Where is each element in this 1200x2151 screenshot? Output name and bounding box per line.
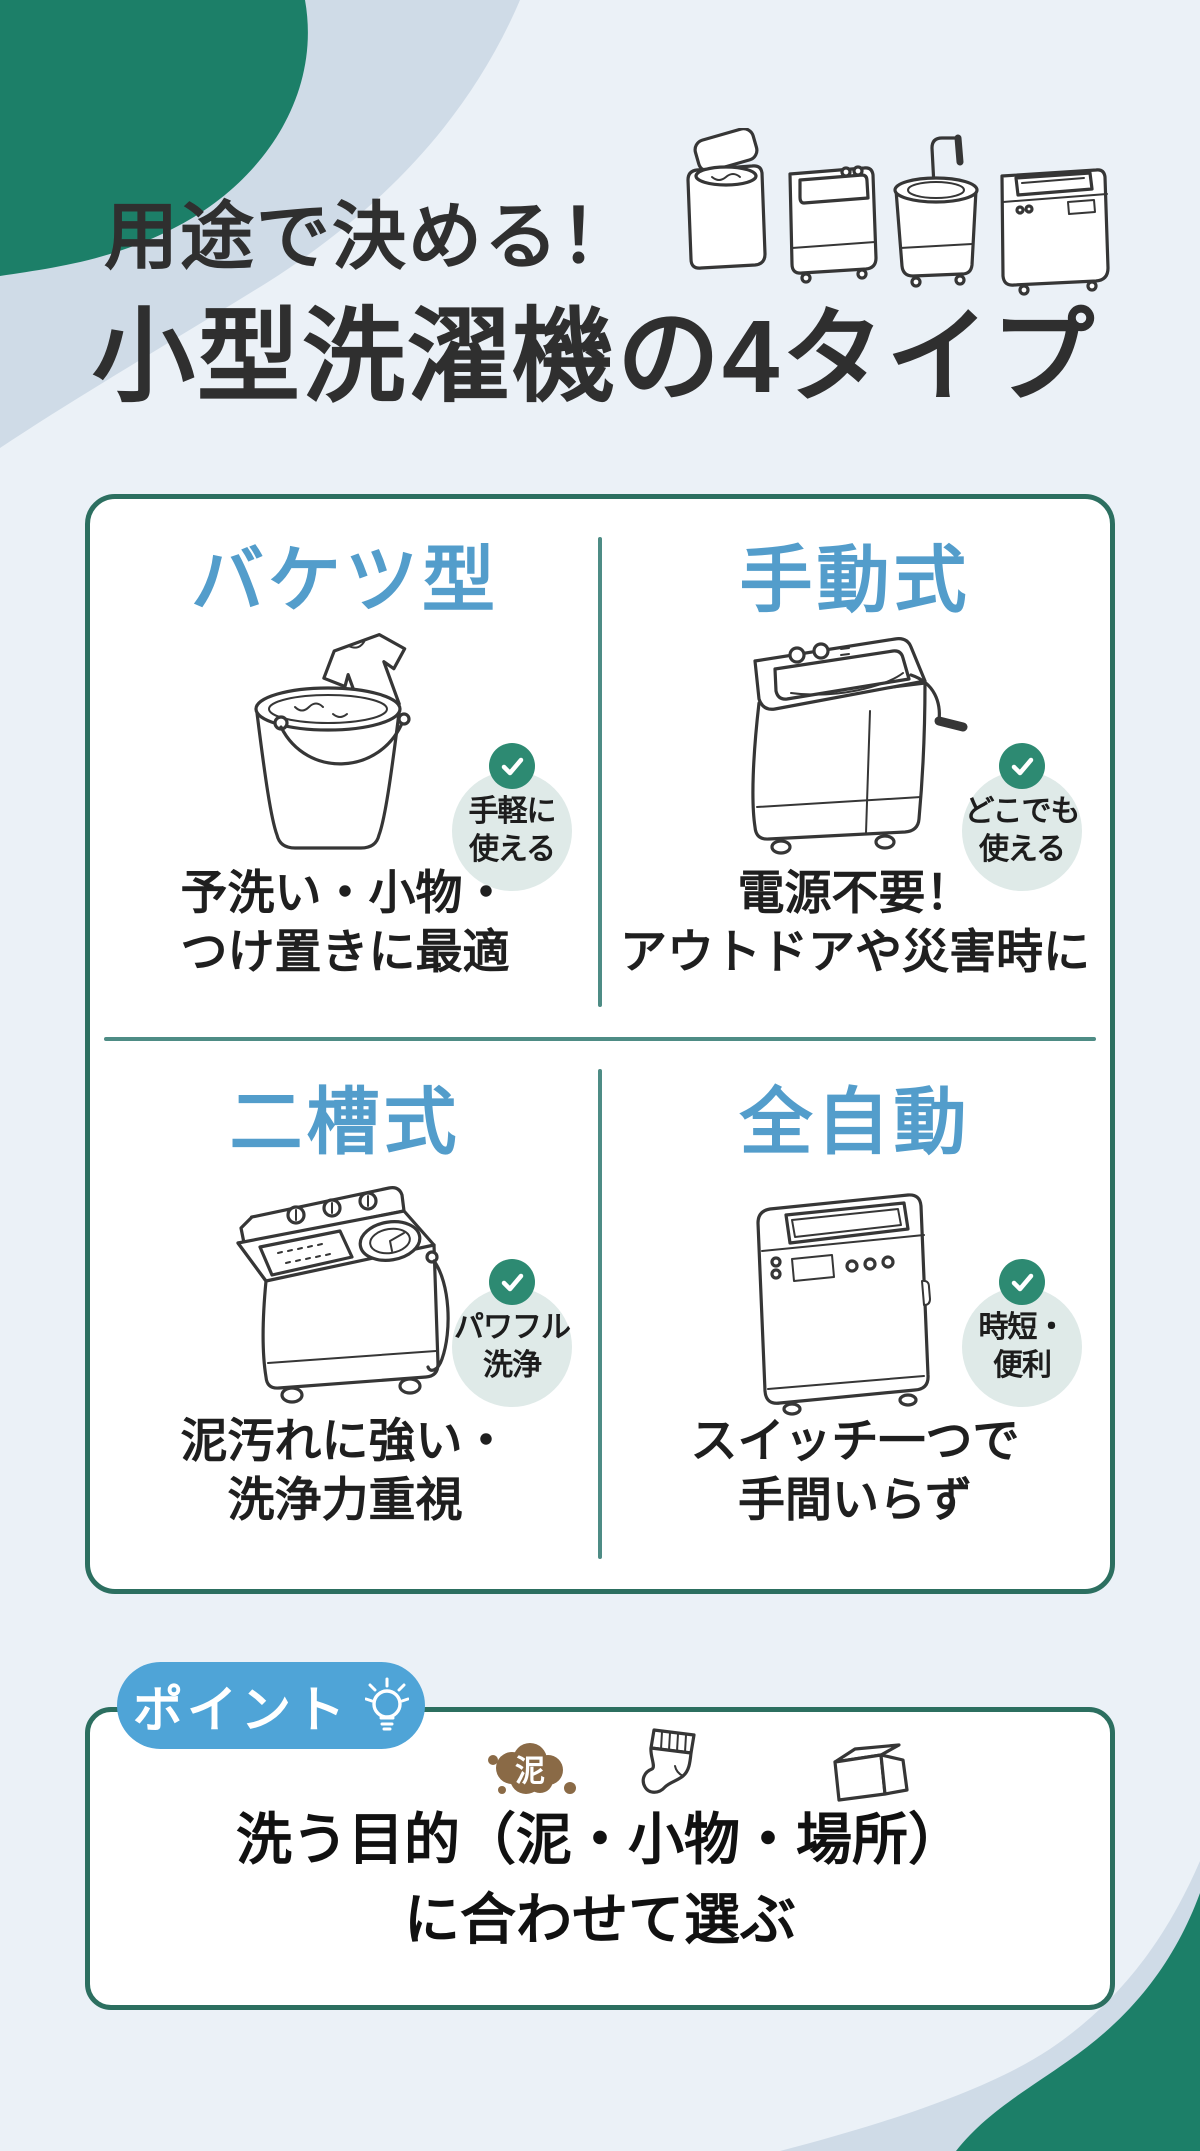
- feature-badge: パワフル洗浄: [452, 1259, 572, 1407]
- mini-portable-washer-icon: [788, 165, 878, 284]
- bucket-illustration: [254, 633, 411, 850]
- point-label: ポイント: [133, 1681, 349, 1738]
- badge-text: パワフル洗浄: [454, 1310, 571, 1382]
- quadrant-description: 電源不要！ アウトドアや災害時に: [620, 866, 1090, 978]
- quadrant-description: 泥汚れに強い・ 洗浄力重視: [180, 1414, 510, 1526]
- page-title-line2: 小型洗濯機の4タイプ: [92, 299, 1097, 414]
- feature-badge: どこでも使える: [962, 743, 1082, 891]
- card-horizontal-divider: [104, 1037, 1096, 1041]
- check-icon: [999, 1259, 1045, 1305]
- check-icon: [489, 743, 535, 789]
- mini-hand-crank-washer-icon: [893, 134, 979, 288]
- lightbulb-icon: [365, 1677, 409, 1730]
- quadrant-title: バケツ型: [191, 540, 499, 621]
- quadrant-full-auto-type: 全自動 時短・便利 スイッチ一つで 手間いら: [600, 1047, 1110, 1589]
- quadrant-manual-type: 手動式 どこでも使える: [600, 499, 1110, 1041]
- open-box-icon: [833, 1743, 909, 1802]
- check-icon: [489, 1259, 535, 1305]
- page-title-line1: 用途で決める！: [104, 195, 636, 278]
- check-icon: [999, 743, 1045, 789]
- quadrant-bucket-type: バケツ型 手軽に使える 予洗い・小: [90, 499, 600, 1041]
- feature-badge: 時短・便利: [962, 1259, 1082, 1407]
- quadrant-description: 予洗い・小物・ つけ置きに最適: [180, 866, 510, 978]
- manual-washer-illustration: [751, 637, 968, 855]
- washer-comparison-card: バケツ型 手軽に使える 予洗い・小: [85, 494, 1115, 1594]
- quadrant-title: 手動式: [739, 540, 971, 621]
- badge-text: 時短・便利: [978, 1310, 1067, 1382]
- mud-icon: 泥: [488, 1743, 576, 1794]
- quadrant-twin-tub-type: 二槽式 パワフ: [90, 1047, 600, 1589]
- quadrant-title: 全自動: [739, 1082, 971, 1163]
- point-label-pill: ポイント: [117, 1662, 425, 1749]
- badge-text: 手軽に使える: [468, 794, 557, 866]
- badge-text: どこでも使える: [964, 794, 1080, 866]
- mini-bucket-washer-icon: [686, 128, 767, 270]
- quadrant-title: 二槽式: [229, 1082, 461, 1163]
- card-vertical-divider-bottom: [598, 1069, 602, 1559]
- top-left-wave-decoration: [0, 0, 520, 448]
- point-box: 泥 洗う目的（泥・小物・場所） に合わせて選ぶ: [85, 1707, 1115, 2010]
- washer-types-strip-illustration: [686, 128, 1110, 296]
- twin-tub-washer-illustration: [236, 1186, 450, 1404]
- point-text: 洗う目的（泥・小物・場所） に合わせて選ぶ: [236, 1808, 964, 1951]
- feature-badge: 手軽に使える: [452, 743, 572, 891]
- bottom-right-wave-decoration: [780, 1861, 1200, 2151]
- mini-full-auto-washer-icon: [1000, 168, 1110, 296]
- sock-icon: [641, 1728, 696, 1794]
- mud-kanji-label: 泥: [515, 1755, 545, 1788]
- quadrant-description: スイッチ一つで 手間いらず: [690, 1414, 1020, 1526]
- point-icons-row: 泥: [90, 1712, 1110, 2005]
- full-auto-washer-illustration: [756, 1193, 931, 1416]
- card-vertical-divider-top: [598, 537, 602, 1007]
